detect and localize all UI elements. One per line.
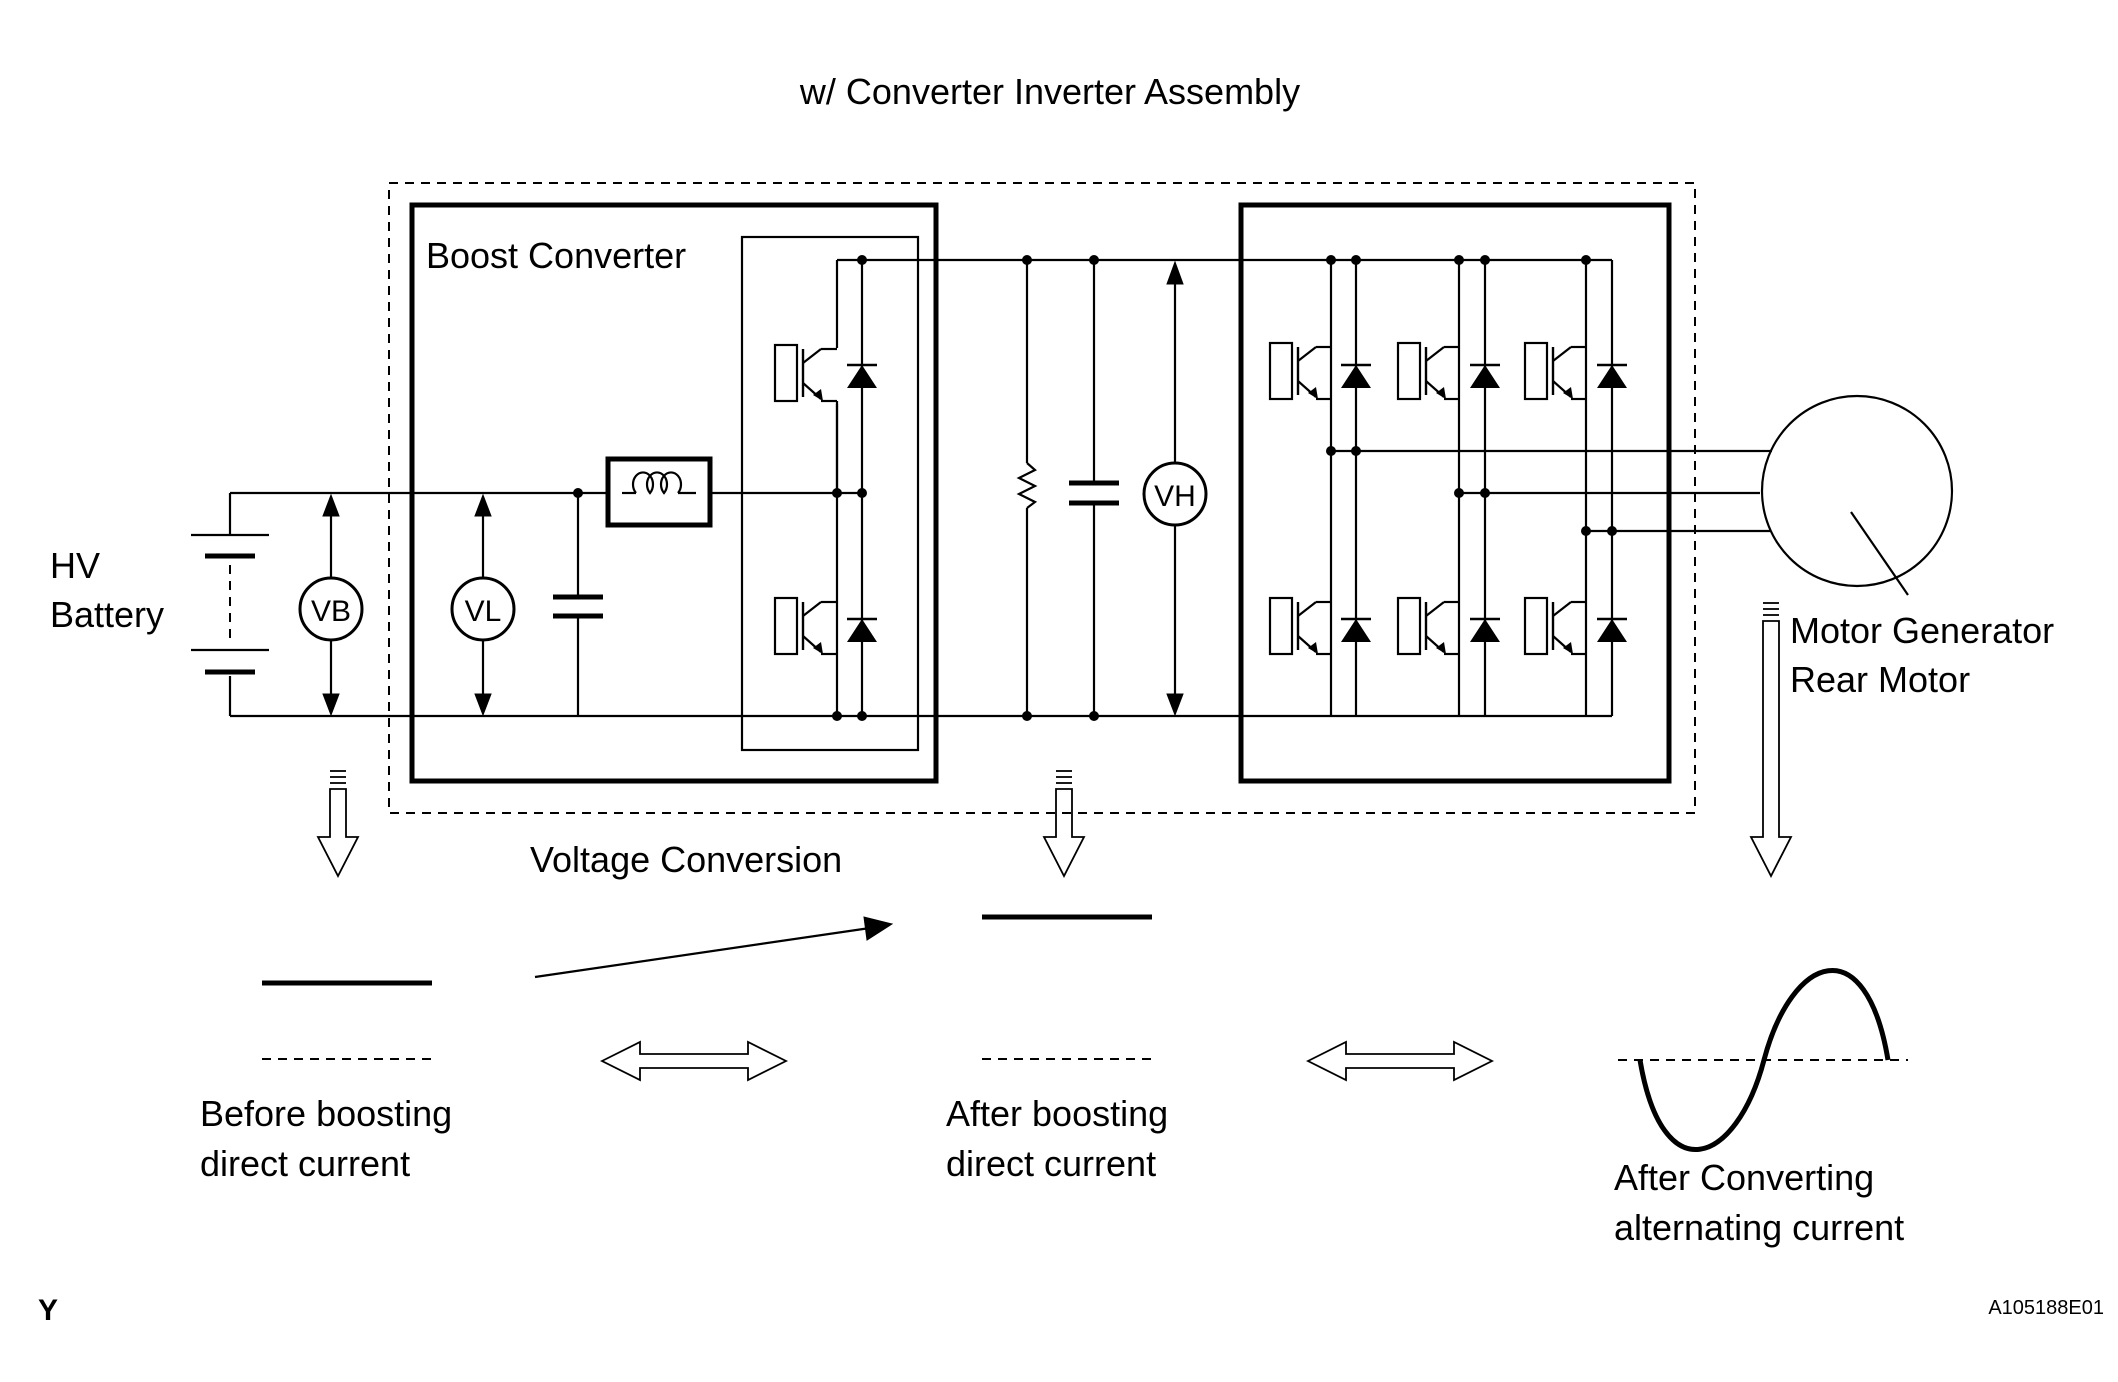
hv-battery-label-line1: HV (50, 545, 100, 586)
boost-switches (773, 255, 1190, 721)
vh-meter: VH (1142, 260, 1208, 717)
hv-battery-symbol (191, 491, 1028, 718)
double-arrow-left (599, 1040, 789, 1082)
converter-inverter-assembly-outline (388, 182, 1696, 814)
boost-inductor (580, 456, 862, 528)
motor-generator-label-line1: Motor Generator (1790, 610, 2054, 651)
vb-meter: VB (298, 493, 364, 717)
after-converting-label-line1: After Converting (1614, 1157, 1874, 1198)
double-arrow-right (1305, 1040, 1495, 1082)
after-boosting-waveform (982, 914, 1152, 1060)
hv-battery-label-line2: Battery (50, 594, 164, 635)
dc-link (1016, 255, 1241, 721)
voltage-conversion-arrow (534, 916, 894, 979)
inverter-bridge (1241, 255, 1770, 718)
down-arrow-battery (316, 770, 360, 878)
after-boosting-label-line1: After boosting (946, 1093, 1168, 1134)
voltage-conversion-label: Voltage Conversion (530, 839, 842, 880)
boost-converter-label: Boost Converter (426, 235, 686, 276)
vh-meter-label: VH (1154, 480, 1196, 513)
motor-generator (1760, 394, 1954, 596)
input-capacitor (553, 488, 603, 716)
down-arrow-dc-link (1042, 770, 1086, 878)
before-boosting-waveform (262, 980, 432, 1060)
diagram-title: w/ Converter Inverter Assembly (799, 71, 1300, 112)
figure-id: A105188E01 (1988, 1297, 2104, 1319)
after-converting-label-line2: alternating current (1614, 1207, 1904, 1248)
alternating-current-waveform (1618, 968, 1908, 1152)
vb-meter-label: VB (311, 595, 351, 628)
before-boosting-label-line2: direct current (200, 1143, 410, 1184)
vl-meter-label: VL (465, 595, 502, 628)
vl-meter: VL (450, 493, 516, 717)
down-arrow-motor (1749, 602, 1793, 878)
footer-mark: Y (38, 1294, 58, 1327)
after-boosting-label-line2: direct current (946, 1143, 1156, 1184)
motor-generator-label-line2: Rear Motor (1790, 659, 1970, 700)
before-boosting-label-line1: Before boosting (200, 1093, 452, 1134)
